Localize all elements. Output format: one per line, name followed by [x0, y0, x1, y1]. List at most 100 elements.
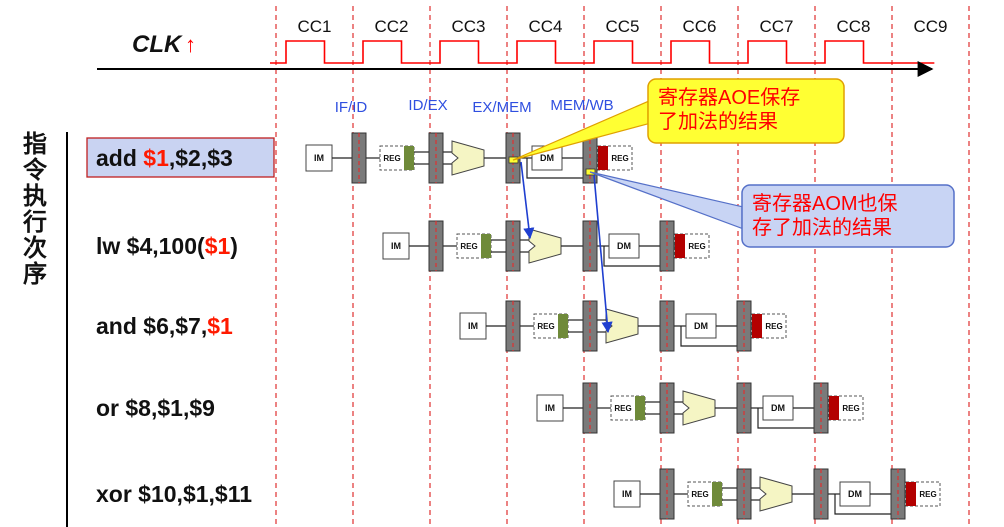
instruction-text-part: xor $10,$1,$11 — [96, 481, 252, 507]
register-file-write-label: REG — [842, 404, 859, 413]
data-memory-label: DM — [540, 153, 554, 163]
pipeline-register — [582, 220, 598, 272]
datapath-bypass-wire — [526, 158, 583, 179]
instruction-row: or $8,$1,$9 IM REG DM REG — [96, 382, 864, 434]
pipeline-register — [890, 468, 906, 520]
datapath-bypass-wire — [834, 494, 891, 515]
register-file-read-active — [712, 482, 722, 506]
register-file-read-active — [558, 314, 568, 338]
instruction-memory — [536, 394, 564, 422]
data-memory-label: DM — [694, 321, 708, 331]
cycle-label: CC8 — [836, 17, 870, 36]
alu — [451, 140, 485, 176]
order-label-char: 指 — [23, 131, 47, 158]
data-memory — [839, 481, 871, 507]
data-memory-label: DM — [771, 403, 785, 413]
order-label-char: 序 — [23, 260, 47, 288]
alu — [682, 390, 716, 426]
order-label-char: 令 — [23, 156, 48, 184]
datapath-bypass-wire — [680, 326, 737, 347]
pipeline-register — [351, 132, 367, 184]
instruction-text-part: or $8,$1,$9 — [96, 395, 215, 421]
register-file-write-active — [906, 482, 916, 506]
register-file-write-label: REG — [765, 322, 782, 331]
instruction-text-part: lw $4,100( — [96, 233, 205, 259]
stage-label-if-id: IF/ID — [335, 99, 368, 116]
data-memory-label: DM — [617, 241, 631, 251]
cycle-label: CC6 — [682, 17, 716, 36]
instruction-text: or $8,$1,$9 — [96, 395, 215, 421]
alu — [759, 476, 793, 512]
data-memory — [762, 395, 794, 421]
cycle-label: CC7 — [759, 17, 793, 36]
callout-text: 存了加法的结果 — [752, 216, 892, 239]
pipeline-register — [505, 300, 521, 352]
datapath-bypass-wire — [603, 246, 660, 267]
clock-row: CLK ↑ — [97, 31, 935, 77]
instruction-memory — [382, 232, 410, 260]
clock-waveform — [270, 40, 935, 64]
instruction-text-part: ,$2,$3 — [169, 145, 233, 171]
pipeline-register — [505, 220, 521, 272]
instruction-text-part: ) — [230, 233, 238, 259]
register-file-read-active — [481, 234, 491, 258]
instruction-text-part: and $6,$7, — [96, 313, 207, 339]
register-file-write-active — [752, 314, 762, 338]
pipeline-register — [736, 382, 752, 434]
cycle-label: CC5 — [605, 17, 639, 36]
datapath-bypass-wire — [757, 408, 814, 429]
instruction-highlight-register: $1 — [207, 313, 233, 339]
alu — [528, 228, 562, 264]
register-file-write-active — [598, 146, 608, 170]
callout-box — [741, 184, 955, 248]
register-file-read-label: REG — [614, 404, 631, 413]
stage-label-mem-wb: MEM/WB — [550, 97, 613, 114]
pipeline-register — [813, 468, 829, 520]
instruction-text: add $1,$2,$3 — [96, 145, 233, 171]
register-file-read-active — [635, 396, 645, 420]
order-label-char: 次 — [23, 235, 47, 262]
instruction-highlight-box — [86, 137, 275, 178]
pipeline-register — [659, 382, 675, 434]
order-label-char: 执 — [23, 183, 47, 210]
callout-text: 寄存器AOM也保 — [752, 192, 898, 215]
instruction-memory-label: IM — [468, 321, 478, 331]
register-file-read-label: REG — [691, 490, 708, 499]
cycle-label: CC2 — [374, 17, 408, 36]
pipeline-register — [582, 300, 598, 352]
pipeline-register — [813, 382, 829, 434]
pipeline-register — [659, 220, 675, 272]
instruction-text: lw $4,100($1) — [96, 233, 238, 259]
pipeline-register — [659, 300, 675, 352]
data-memory-label: DM — [848, 489, 862, 499]
cycle-label: CC3 — [451, 17, 485, 36]
instruction-memory-label: IM — [545, 403, 555, 413]
register-file-read-label: REG — [383, 154, 400, 163]
clk-rising-arrow-icon: ↑ — [185, 32, 196, 57]
clk-label: CLK — [132, 31, 183, 58]
cycle-label: CC4 — [528, 17, 562, 36]
instruction-text-part: add — [96, 145, 143, 171]
instruction-memory-label: IM — [391, 241, 401, 251]
alu — [605, 308, 639, 344]
pipeline-register — [428, 132, 444, 184]
forward-arrow-aoe — [520, 161, 535, 240]
instruction-text: xor $10,$1,$11 — [96, 481, 252, 507]
pipeline-register — [582, 382, 598, 434]
stage-register-labels: IF/ID ID/EX EX/MEM MEM/WB — [335, 97, 614, 116]
order-label-char: 行 — [22, 208, 47, 236]
pipeline-register — [736, 468, 752, 520]
register-file-write-label: REG — [688, 242, 705, 251]
cycle-label: CC9 — [913, 17, 947, 36]
forward-arrow-aom — [593, 174, 613, 334]
register-file-write-label: REG — [919, 490, 936, 499]
register-file-write-label: REG — [611, 154, 628, 163]
callout-box — [647, 78, 845, 144]
